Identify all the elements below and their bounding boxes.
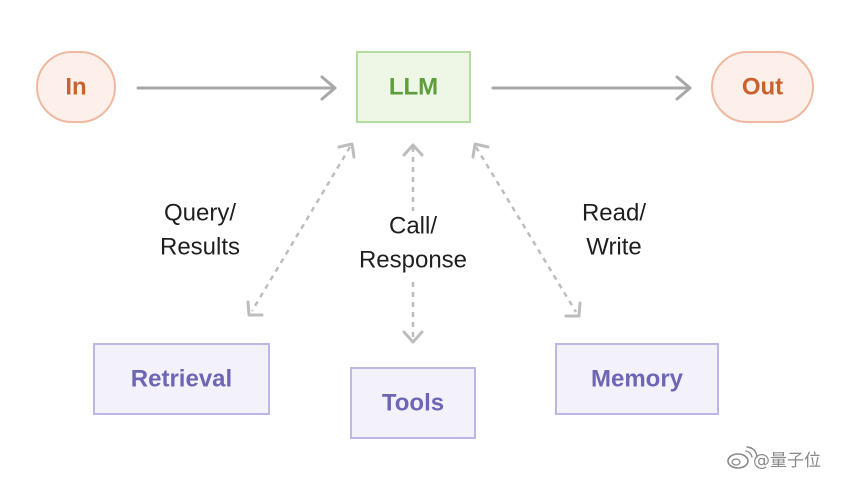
retrieval-node: Retrieval [93, 343, 270, 415]
input-node-shape [36, 51, 116, 123]
dashed-arrow-llm-retrieval [246, 142, 356, 317]
dashed-arrow-llm-memory [471, 142, 582, 318]
retrieval-node-label: Retrieval [131, 365, 232, 392]
weibo-logo-icon [727, 446, 758, 469]
llm-node-label: LLM [389, 73, 438, 100]
memory-edge-label-line1: Read/ [582, 199, 646, 226]
arrow-llm-to-output [491, 75, 692, 101]
tools-edge-label-line2: Response [359, 246, 467, 273]
output-node: Out [711, 51, 814, 123]
memory-node-shape [555, 343, 719, 415]
input-node-label: In [65, 73, 86, 100]
llm-node-shape [356, 51, 471, 123]
memory-node-label: Memory [591, 365, 684, 392]
tools-edge-label-line1: Call/ [389, 212, 437, 239]
tools-node-label: Tools [382, 389, 444, 416]
dashed-arrow-llm-tools [402, 143, 424, 344]
llm-node: LLM [356, 51, 471, 123]
input-node: In [36, 51, 116, 123]
memory-edge-label-line2: Write [586, 233, 642, 260]
watermark-text: @量子位 [753, 451, 821, 471]
retrieval-node-shape [93, 343, 270, 415]
tools-node: Tools [350, 367, 476, 439]
output-node-shape [711, 51, 814, 123]
retrieval-edge-label-line1: Query/ [164, 199, 236, 226]
arrow-input-to-llm [136, 75, 337, 101]
watermark: @量子位 [727, 446, 821, 471]
memory-node: Memory [555, 343, 719, 415]
tools-node-shape [350, 367, 476, 439]
retrieval-edge-label-line2: Results [160, 233, 240, 260]
output-node-label: Out [742, 73, 783, 100]
